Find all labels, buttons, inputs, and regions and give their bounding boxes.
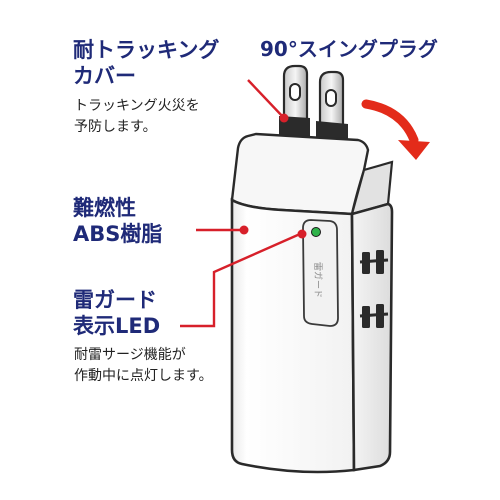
abs-resin-title-line2: ABS樹脂: [73, 222, 163, 246]
tracking-cover-note-line1: トラッキング火災を: [74, 98, 200, 114]
surge-led: [311, 227, 321, 237]
tracking-cover-note-line2: 予防します。: [74, 119, 157, 135]
plug-base: [230, 132, 370, 216]
abs-resin-title-line1: 難燃性: [73, 196, 136, 220]
tracking-cover-title-line1: 耐トラッキング: [73, 38, 220, 62]
plug-prong-left: [282, 64, 309, 130]
surge-led-note-line1: 耐雷サージ機能が: [74, 347, 186, 363]
swing-arrow-icon: [361, 99, 430, 160]
surge-led-title-line1: 雷ガード: [73, 288, 157, 312]
tracking-cover-title-line2: カバー: [73, 64, 136, 88]
leader-dot-cover: [279, 113, 289, 123]
side-marking-text: 雷ガード: [312, 262, 323, 298]
side-label-panel: [302, 219, 339, 327]
device-side-face: [350, 202, 394, 472]
swing-plug-title: 90°スイングプラグ: [260, 37, 438, 61]
surge-led-title-line2: 表示LED: [73, 314, 161, 338]
leader-dot-led: [297, 229, 307, 239]
tracking-cover-collar-left: [279, 116, 310, 140]
leader-lines: [180, 79, 301, 328]
outlet-upper: [359, 250, 389, 274]
leader-dot-resin: [239, 225, 249, 235]
outlet-lower: [359, 304, 389, 328]
surge-led-note-line2: 作動中に点灯します。: [74, 368, 213, 384]
plug-prong-right: [318, 70, 345, 134]
